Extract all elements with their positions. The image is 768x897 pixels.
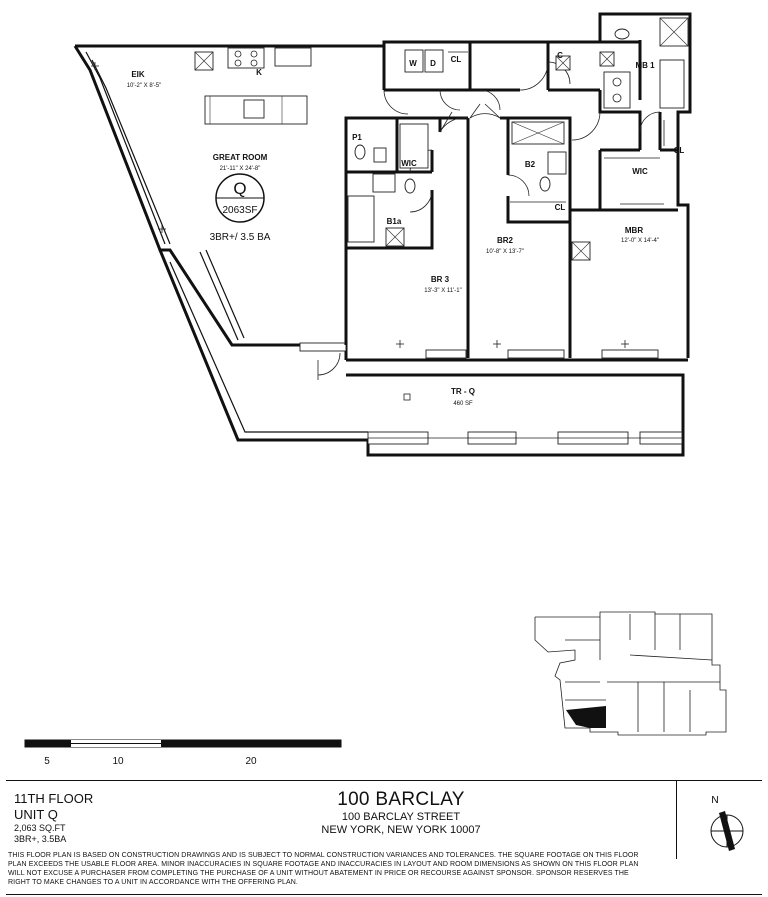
closet-rods [448, 51, 665, 205]
room-mbr-dim: 12'-0" X 14'-4" [621, 238, 659, 244]
room-p1-label: P1 [352, 133, 362, 142]
key-plan [534, 611, 727, 736]
floor-label: 11TH FLOOR [14, 791, 94, 806]
room-mbr-label: MBR [625, 226, 643, 235]
unit-info: 11TH FLOOR UNIT Q 2,063 SQ.FT 3BR+, 3.5B… [14, 791, 93, 845]
room-cl-hall-label: C [557, 51, 563, 60]
room-great-room-label: GREAT ROOM [213, 153, 268, 162]
unit-area-label: 2,063 SQ.FT [14, 823, 66, 833]
unit-badge: Q 2063SF 3BR+/ 3.5 BA [210, 173, 271, 243]
unit-beds-label: 3BR+, 3.5BA [14, 834, 67, 844]
room-wic-br3-label: WIC [401, 159, 417, 168]
room-br2-label: BR2 [497, 236, 514, 245]
room-br3-label: BR 3 [431, 275, 450, 284]
floor-plan: EIK 10'-2" X 8'-5" K GREAT ROOM 21'-11" … [24, 12, 727, 767]
unit-letter: Q [233, 179, 246, 198]
room-eik-dim: 10'-2" X 8'-5" [127, 83, 162, 89]
room-wic-mbr-label: WIC [632, 167, 648, 176]
unit-label: UNIT Q [14, 807, 58, 822]
unit-area: 2063SF [222, 205, 257, 216]
building-info: 100 BARCLAY 100 BARCLAY STREET NEW YORK,… [261, 789, 541, 837]
room-terrace-dim: 460 SF [453, 401, 473, 407]
unit-summary: 3BR+/ 3.5 BA [210, 232, 271, 243]
room-br2-dim: 10'-8" X 13'-7" [486, 249, 524, 255]
room-w-label: W [409, 59, 417, 68]
room-b1a-label: B1a [387, 217, 402, 226]
bath-fixtures [347, 17, 689, 261]
room-cl-br2-label: CL [555, 203, 566, 212]
scale-label-10: 10 [112, 756, 124, 767]
north-arrow-icon: N [710, 795, 744, 851]
room-eik-label: EIK [131, 70, 145, 79]
scale-label-20: 20 [245, 756, 257, 767]
outlet-markers [91, 62, 629, 401]
key-plan-unit-highlight [566, 706, 606, 728]
title-block: 11TH FLOOR UNIT Q 2,063 SQ.FT 3BR+, 3.5B… [6, 780, 762, 895]
disclaimer-text: THIS FLOOR PLAN IS BASED ON CONSTRUCTION… [8, 852, 639, 886]
north-label: N [711, 795, 718, 806]
room-great-room-dim: 21'-11" X 24'-8" [220, 166, 261, 172]
scale-label-5: 5 [44, 756, 50, 767]
facade-windows [199, 249, 683, 445]
room-cl-laundry-label: CL [451, 55, 462, 64]
room-b2-label: B2 [525, 160, 536, 169]
building-street: 100 BARCLAY STREET [341, 811, 461, 823]
room-mb1-label: MB 1 [635, 61, 655, 70]
room-cl-mbr-label: CL [674, 146, 685, 155]
room-kitchen-label: K [256, 68, 262, 77]
room-terrace-label: TR - Q [451, 387, 475, 396]
building-name: 100 BARCLAY [337, 789, 465, 810]
scale-bar: 5 10 20 [24, 739, 342, 767]
kitchen-fixtures [194, 47, 312, 125]
building-city: NEW YORK, NEW YORK 10007 [321, 824, 481, 836]
room-d-label: D [430, 59, 436, 68]
room-br3-dim: 13'-3" X 11'-1" [424, 288, 461, 294]
room-labels: EIK 10'-2" X 8'-5" K GREAT ROOM 21'-11" … [127, 51, 685, 407]
north-arrow-panel: N [676, 781, 763, 859]
interior-walls [344, 40, 678, 358]
